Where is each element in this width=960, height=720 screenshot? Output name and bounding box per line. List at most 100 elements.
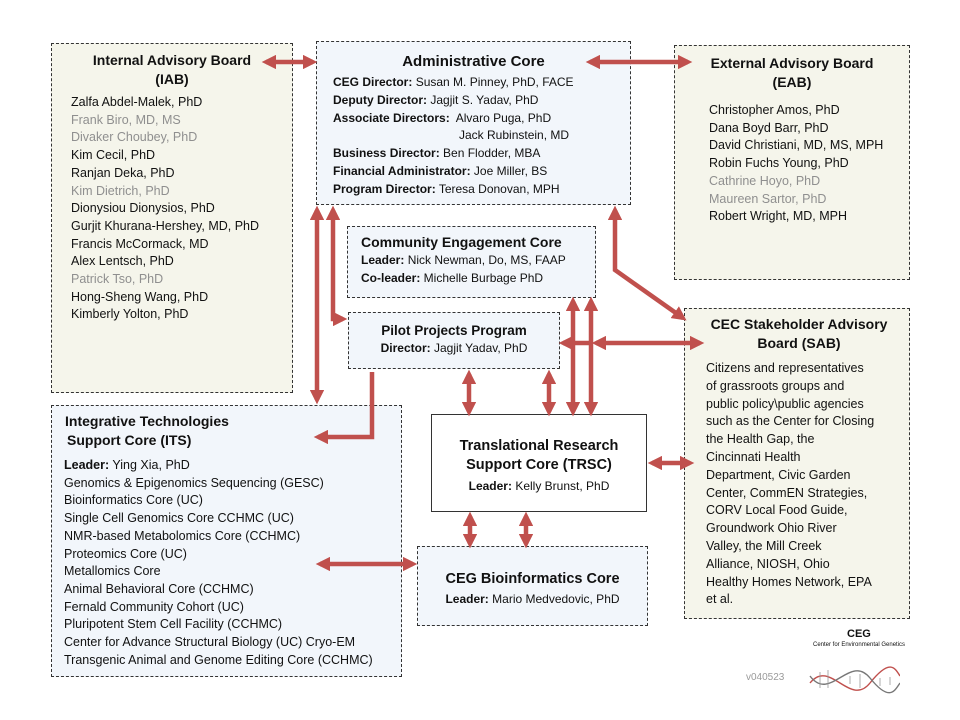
member-name: Kim Cecil, PhD [71,148,156,163]
trsc-title: Translational Research Support Core (TRS… [459,438,619,473]
admin-role-row: Deputy Director: Jagjit S. Yadav, PhD [333,92,630,110]
member-name: Zalfa Abdel-Malek, PhD [71,95,203,109]
its-core-item: NMR-based Metabolomics Core (CCHMC) [64,528,301,543]
sab-box: CEC Stakeholder Advisory Board (SAB) Cit… [684,308,910,619]
ceg-logo: CEG Center for Environmental Genetics [805,628,905,708]
admin-role-label: Deputy Director: [333,92,428,107]
admin-role-row: Jack Rubinstein, MD [333,127,630,145]
admin-role-label: Associate Directors: [333,110,450,125]
admin-role-label: Financial Administrator: [333,163,471,178]
sab-title: CEC Stakeholder Advisory Board (SAB) [710,316,888,351]
member-name: Hong-Sheng Wang, PhD [71,289,209,304]
cec-leader: Leader: Nick Newman, Do, MS, FAAP [361,253,566,267]
trsc-leader: Leader: Kelly Brunst, PhD [468,479,610,493]
bioinformatics-leader: Leader: Mario Medvedovic, PhD [445,592,620,606]
its-core-item: Fernald Community Cohort (UC) [64,599,244,614]
community-engagement-core-box: Community Engagement Core Leader: Nick N… [347,226,596,298]
iab-title: Internal Advisory Board (IAB) [92,52,252,87]
its-title: Integrative Technologies Support Core (I… [65,413,229,448]
its-core-item: Transgenic Animal and Genome Editing Cor… [64,652,373,667]
admin-role-name: Joe Miller, BS [470,163,548,178]
connector-arrow [325,205,348,327]
member-name: Patrick Tso, PhD [71,272,164,287]
member-name: Dana Boyd Barr, PhD [709,120,829,135]
its-core-item: Center for Advance Structural Biology (U… [64,635,356,650]
member-name: Cathrine Hoyo, PhD [709,173,821,188]
member-name: Ranjan Deka, PhD [71,165,175,180]
admin-role-label: Program Director: [333,181,436,196]
sab-description-line: Alliance, NIOSH, Ohio [706,556,830,571]
admin-role-name: Jagjit S. Yadav, PhD [427,92,539,107]
admin-role-name: Alvaro Puga, PhD [449,110,552,125]
logo-abbreviation: CEG [847,628,871,640]
member-name: Maureen Sartor, PhD [709,191,827,206]
member-name: Kim Dietrich, PhD [71,183,170,198]
sab-description-line: such as the Center for Closing [706,414,875,429]
pilot-projects-title: Pilot Projects Program [381,323,527,338]
logo-full-name: Center for Environmental Genetics [813,642,906,648]
its-core-item: Genomics & Epigenomics Sequencing (GESC) [64,475,324,490]
member-name: Christopher Amos, PhD [709,103,840,117]
member-name: Francis McCormack, MD [71,236,209,251]
admin-role-label: Business Director: [333,146,440,161]
connector-arrow [313,372,375,445]
sab-description-line: Citizens and representatives [706,361,864,375]
admin-role-name: Teresa Donovan, MPH [435,181,560,196]
sab-description-line: the Health Gap, the [706,432,815,447]
eab-title: External Advisory Board (EAB) [710,55,874,90]
ceg-bioinformatics-core-box: CEG Bioinformatics Core Leader: Mario Me… [417,546,648,626]
admin-role-row: Business Director: Ben Flodder, MBA [333,145,630,163]
its-core-item: Pluripotent Stem Cell Facility (CCHMC) [64,617,283,632]
its-content: Leader: Ying Xia, PhD Genomics & Epigeno… [64,457,401,669]
member-name: Dionysiou Dionysios, PhD [71,201,215,216]
admin-role-row: Program Director: Teresa Donovan, MPH [333,181,630,199]
sab-description-line: of grassroots groups and [706,378,845,393]
admin-role-row: Associate Directors: Alvaro Puga, PhD [333,110,630,128]
administrative-core-roster: CEG Director: Susan M. Pinney, PhD, FACE… [333,74,630,199]
its-core-item: Proteomics Core (UC) [64,546,187,561]
sab-description-line: public policy\public agencies [706,396,864,411]
pilot-director: Director: Jagjit Yadav, PhD [380,341,528,355]
admin-role-name: Ben Flodder, MBA [439,146,541,161]
sab-description-line: Cincinnati Health [706,449,801,464]
member-name: Frank Biro, MD, MS [71,112,181,127]
dna-helix-icon [809,666,901,694]
admin-role-name: Jack Rubinstein, MD [459,128,570,143]
member-name: Gurjit Khurana-Hershey, MD, PhD [71,218,260,233]
ceg-bioinformatics-core-title: CEG Bioinformatics Core [445,571,620,587]
sab-description-line: et al. [706,592,734,607]
version-label: v040523 [746,672,785,683]
its-box: Integrative Technologies Support Core (I… [51,405,402,677]
member-name: Divaker Choubey, PhD [71,130,198,145]
its-leader: Leader: Ying Xia, PhD [64,458,190,472]
administrative-core-title: Administrative Core [402,53,545,70]
admin-role-row: Financial Administrator: Joe Miller, BS [333,163,630,181]
eab-member-list: Christopher Amos, PhD Dana Boyd Barr, PhD… [709,102,909,226]
its-core-item: Single Cell Genomics Core CCHMC (UC) [64,511,294,526]
trsc-box: Translational Research Support Core (TRS… [431,414,647,512]
eab-box: External Advisory Board (EAB) Christophe… [674,45,910,280]
its-core-item: Metallomics Core [64,564,161,579]
sab-description-line: Department, Civic Garden [706,467,851,482]
sab-description-line: Groundwork Ohio River [706,521,837,536]
iab-member-list: Zalfa Abdel-Malek, PhD Frank Biro, MD, MS… [71,94,292,324]
sab-description-line: CORV Local Food Guide, [706,503,848,518]
member-name: David Christiani, MD, MS, MPH [709,138,884,153]
its-core-item: Bioinformatics Core (UC) [64,493,203,508]
community-engagement-core-title: Community Engagement Core [361,234,562,250]
admin-role-label: CEG Director: [333,75,413,89]
administrative-core-box: Administrative Core CEG Director: Susan … [316,41,631,205]
admin-role-row: CEG Director: Susan M. Pinney, PhD, FACE [333,74,630,92]
sab-description: Citizens and representatives of grassroot… [706,360,909,609]
iab-box: Internal Advisory Board (IAB) Zalfa Abde… [51,43,293,393]
member-name: Robin Fuchs Young, PhD [709,156,849,171]
cec-coleader: Co-leader: Michelle Burbage PhD [361,270,544,285]
connector-arrow [607,205,687,321]
member-name: Alex Lentsch, PhD [71,254,174,269]
sab-description-line: Valley, the Mill Creek [706,538,822,553]
admin-role-name: Susan M. Pinney, PhD, FACE [412,75,574,89]
sab-description-line: Center, CommEN Strategies, [706,485,868,500]
member-name: Robert Wright, MD, MPH [709,209,847,224]
sab-description-line: Healthy Homes Network, EPA [706,574,872,589]
